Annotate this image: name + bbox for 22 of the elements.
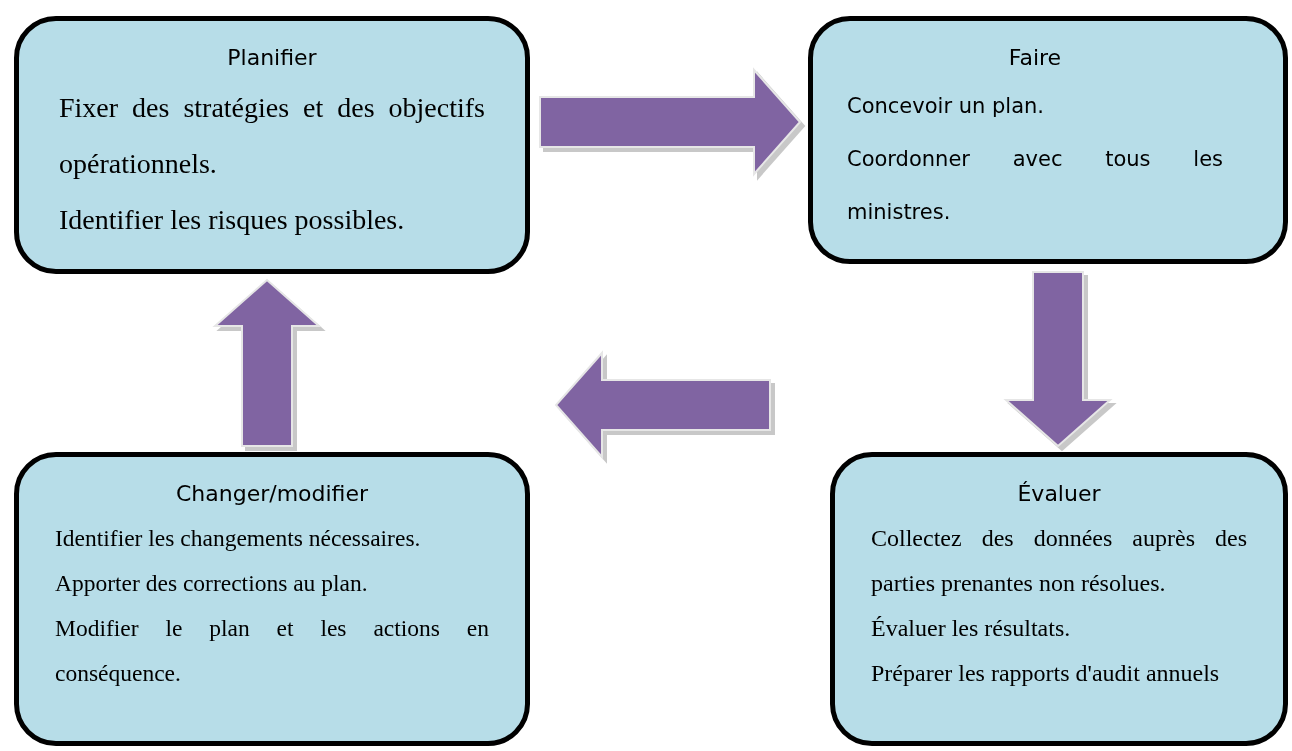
block-arrow <box>1003 271 1113 448</box>
process-box <box>808 16 1288 264</box>
box-text: Concevoir un plan. <box>847 93 1046 120</box>
process-box <box>14 452 530 746</box>
process-box <box>830 452 1288 746</box>
box-heading: Évaluer <box>1016 481 1102 506</box>
box-text: Collectez des données auprès des parties prenantes non résolues. <box>871 524 1247 598</box>
box-text: Identifier les changements nécessaires. <box>55 524 422 553</box>
box-text: Coordonner avec tous les ministres. <box>847 146 1223 226</box>
process-box <box>14 16 530 274</box>
block-arrow <box>539 67 802 177</box>
box-text: Apporter des corrections au plan. <box>55 569 369 598</box>
box-heading: Faire <box>1007 45 1063 70</box>
block-arrow <box>554 350 771 460</box>
box-text: Identifier les risques possibles. <box>59 203 406 237</box>
box-heading: Planifier <box>226 45 318 70</box>
box-text: Évaluer les résultats. <box>871 614 1072 643</box>
box-text: Préparer les rapports d'audit annuels <box>871 659 1221 688</box>
box-text: Modifier le plan et les actions en conséquence. <box>55 614 489 688</box>
box-heading: Changer/modifier <box>174 481 370 506</box>
block-arrow <box>212 278 322 447</box>
box-text: Fixer des stratégies et des objectifs opérationnels. <box>59 91 485 181</box>
